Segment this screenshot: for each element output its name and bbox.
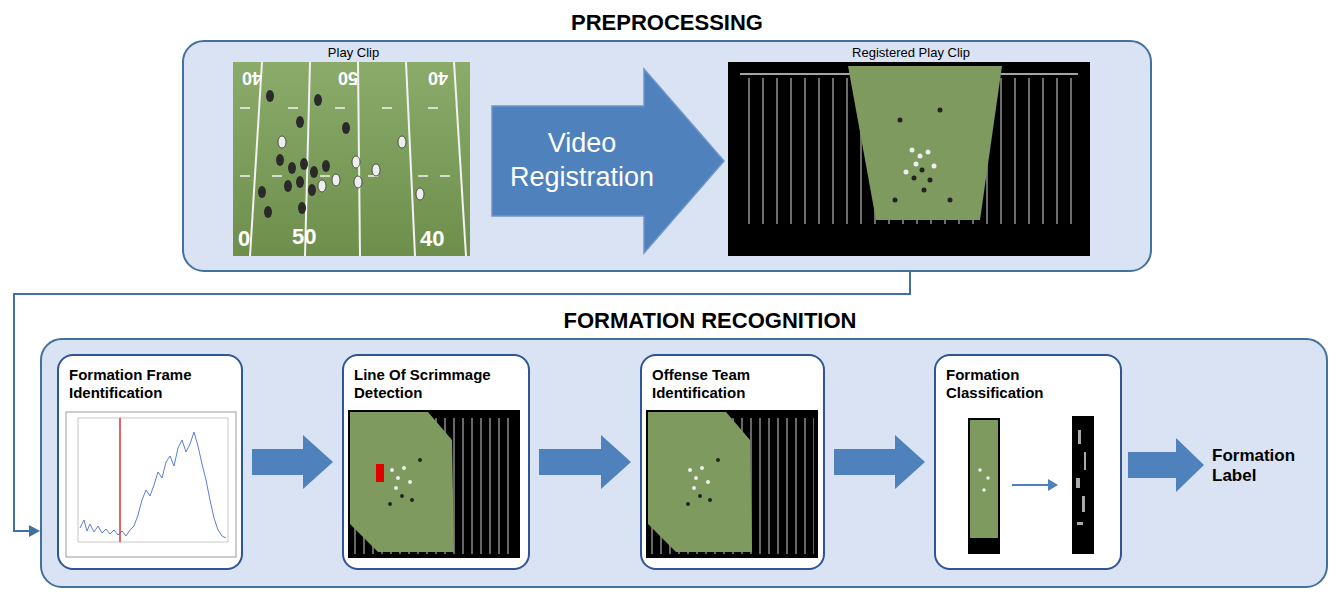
box-title: Offense Team Identification (652, 366, 817, 402)
yard-number: 40 (420, 226, 444, 252)
block-arrow (252, 435, 333, 489)
yard-number: 0 (238, 226, 250, 252)
block-arrow (834, 435, 925, 489)
registered-field (728, 62, 1090, 256)
yard-number: 40 (242, 66, 262, 88)
output-arrow (1128, 438, 1204, 492)
block-arrow (539, 435, 631, 489)
box-title: Formation Frame Identification (69, 366, 234, 402)
offense-picture (646, 410, 818, 558)
image-caption: Play Clip (195, 45, 512, 61)
field-photo (233, 62, 470, 256)
section-heading: PREPROCESSING (571, 10, 763, 36)
section-heading: FORMATION RECOGNITION (564, 308, 857, 334)
arrow-label: Video Registration (484, 127, 680, 195)
yard-number: 50 (338, 66, 358, 88)
yard-number: 40 (428, 66, 448, 88)
box-title: Formation Classification (946, 366, 1111, 402)
classification-picture (968, 416, 1094, 554)
image-caption: Registered Play Clip (690, 45, 1132, 61)
scrimmage-picture (348, 410, 520, 558)
box-title: Line Of Scrimmage Detection (354, 366, 519, 402)
flow-connector (14, 272, 910, 537)
yard-number: 50 (292, 224, 316, 250)
output-label: Formation Label (1212, 446, 1322, 487)
frame-chart (66, 412, 236, 557)
block-arrow (492, 69, 724, 253)
